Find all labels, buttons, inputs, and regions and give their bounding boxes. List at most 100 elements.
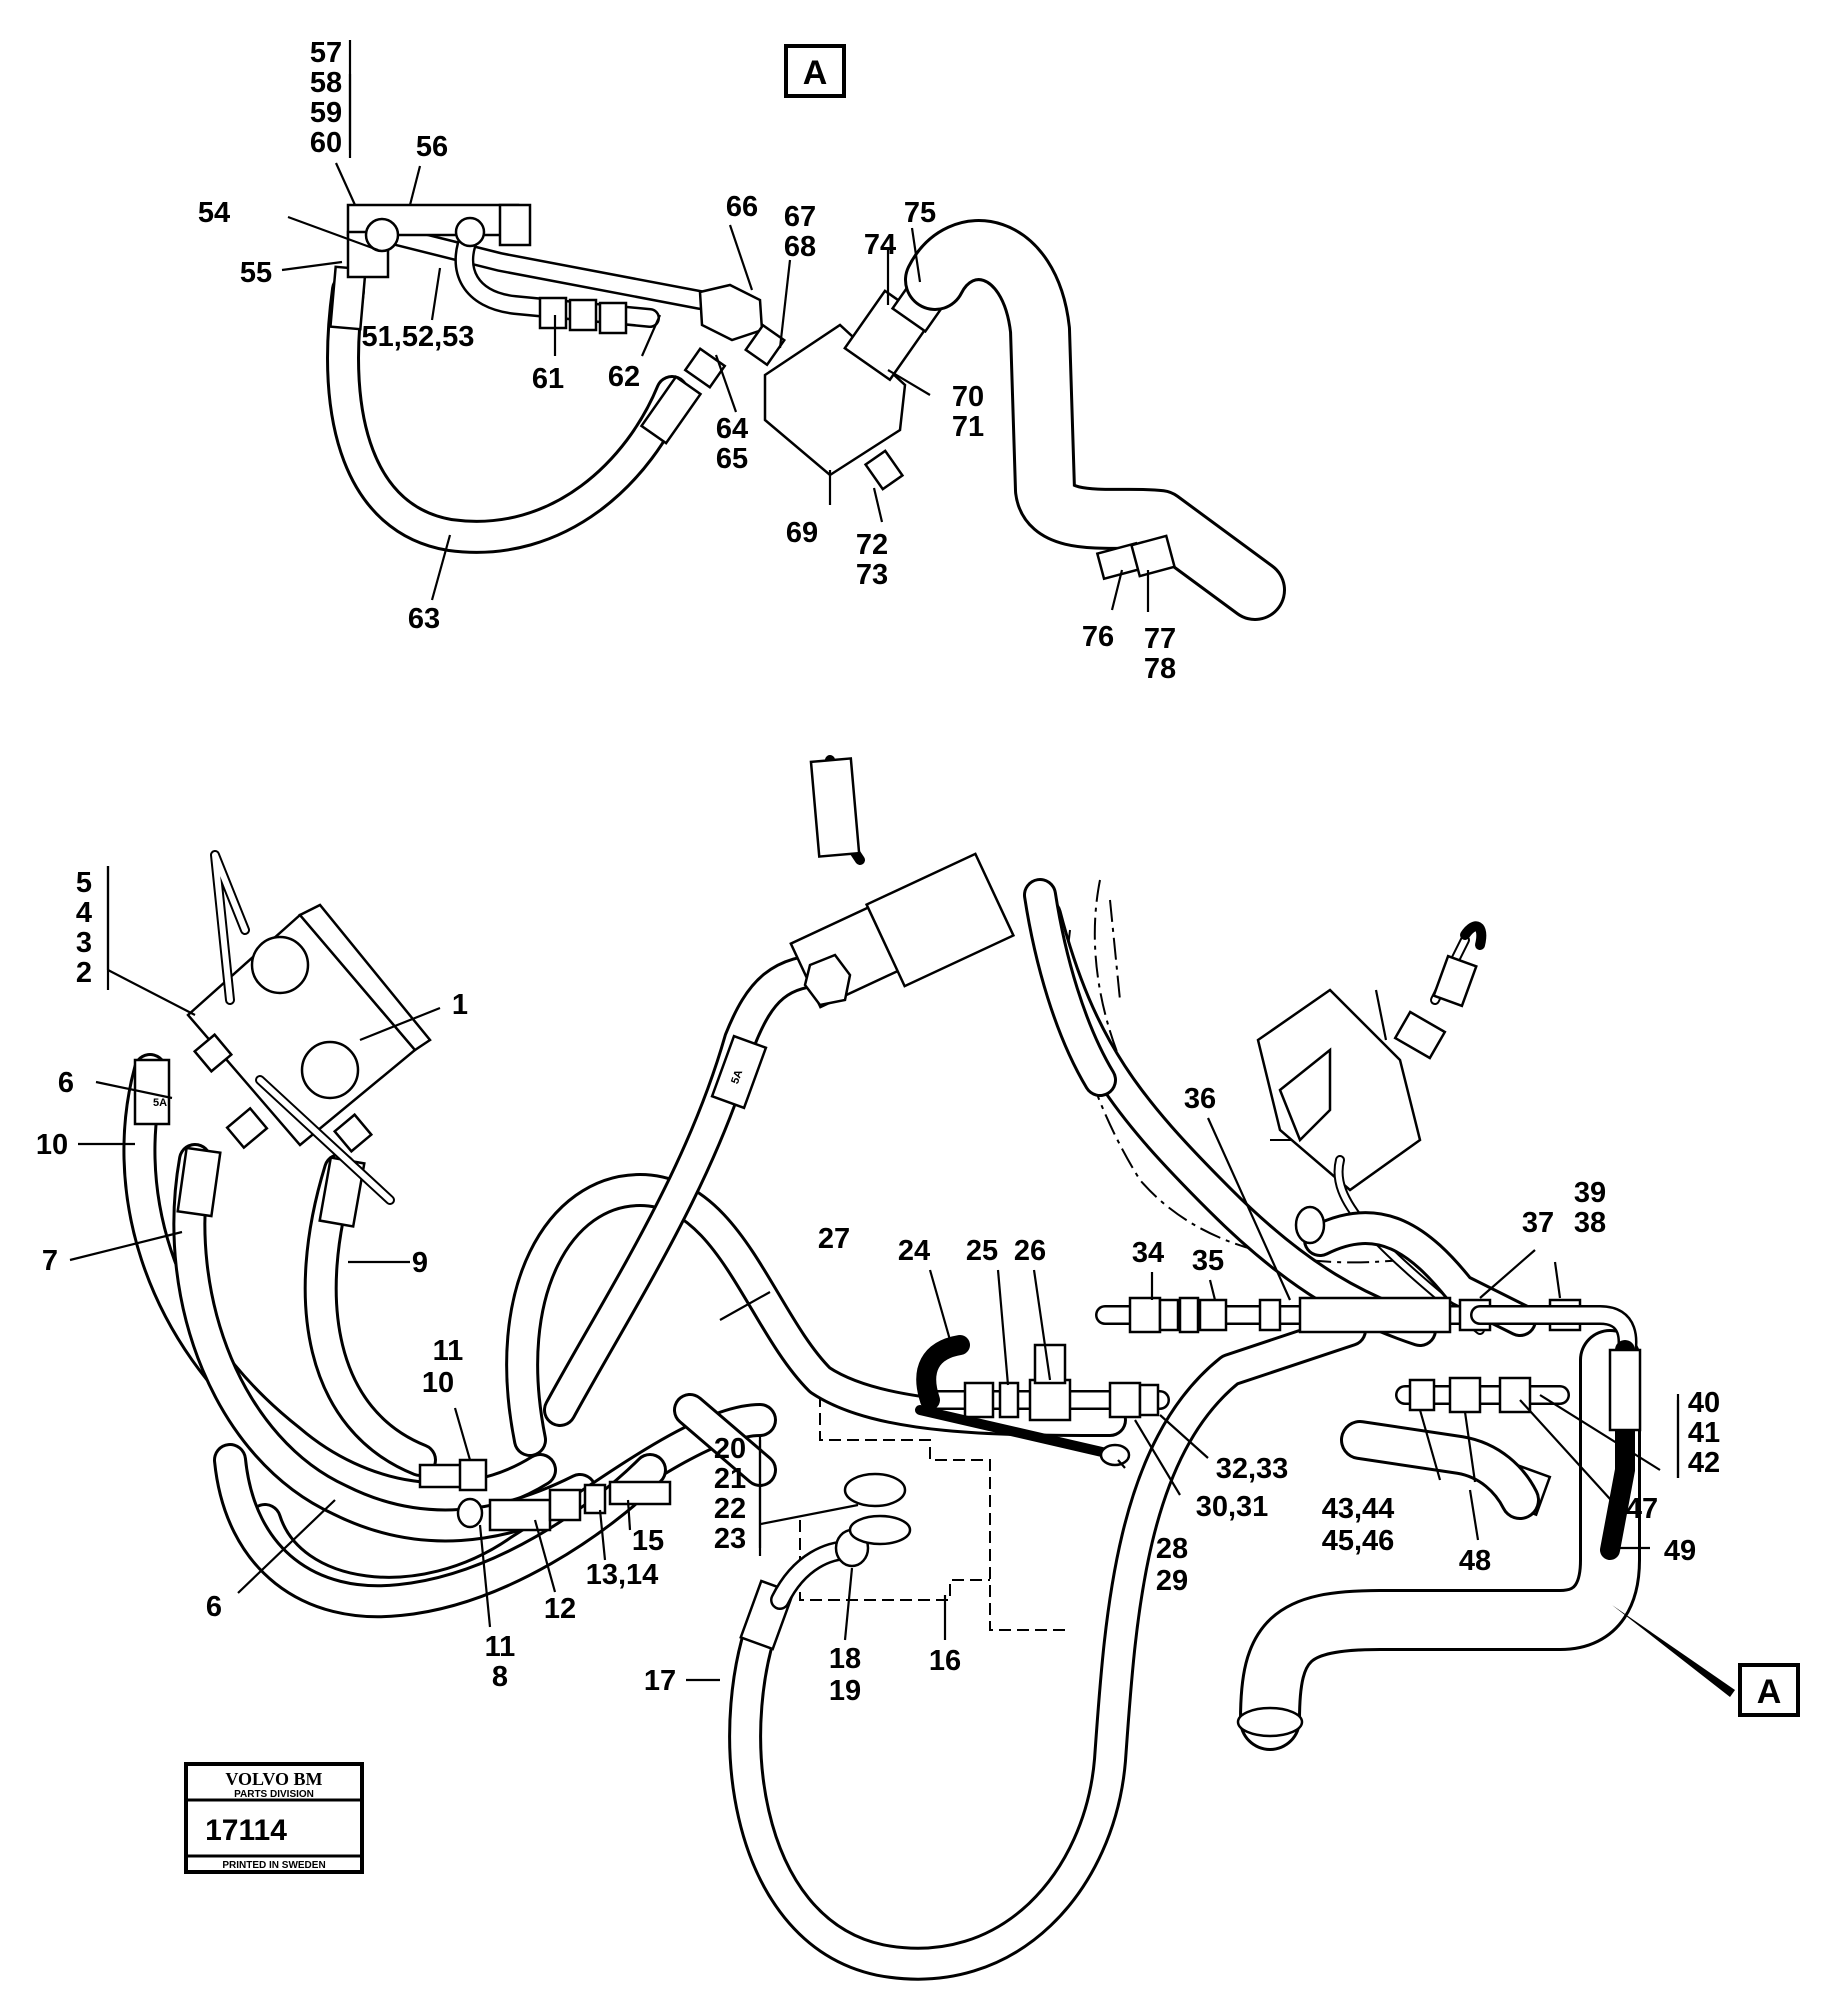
fitting-30 xyxy=(1108,1381,1142,1419)
stamp-division: PARTS DIVISION xyxy=(234,1789,314,1800)
callout-11-lower: 8 xyxy=(492,1661,508,1693)
callout-69: 70 xyxy=(952,381,984,413)
nut xyxy=(803,953,852,1007)
ref-outline xyxy=(819,1395,1070,1631)
fitting-76 xyxy=(1129,534,1177,578)
callout-12: 12 xyxy=(544,1593,576,1625)
callout-56: 57 xyxy=(310,37,342,69)
banjo-23 xyxy=(848,1514,912,1546)
callout-27: 27 xyxy=(818,1223,850,1255)
callout-62: 63 xyxy=(408,603,440,635)
volvo-bm-stamp: VOLVO BM PARTS DIVISION 17114 PRINTED IN… xyxy=(184,1762,364,1874)
callout-50: 51,52,53 xyxy=(362,321,475,353)
callout-68: 69 xyxy=(786,517,818,549)
pipe-stub xyxy=(809,757,861,858)
callout-37: 37 xyxy=(1522,1207,1554,1239)
cylinder-body xyxy=(864,852,1016,988)
callout-32-33: 32,33 xyxy=(1216,1453,1289,1485)
callout-4: 4 xyxy=(76,897,92,929)
detail-marker-label: A xyxy=(1757,1673,1782,1711)
callout-26: 26 xyxy=(1014,1235,1046,1267)
callout-43-44: 43,44 xyxy=(1322,1493,1395,1525)
fitting-61-b xyxy=(598,301,628,335)
callout-1: 1 xyxy=(452,989,468,1021)
stamp-number: 17114 xyxy=(205,1814,287,1847)
callout-11-upper: 11 xyxy=(433,1335,464,1367)
fitting-10-lower xyxy=(456,1497,484,1529)
callout-65: 66 xyxy=(726,191,758,223)
hose-ferrule xyxy=(176,1146,222,1218)
callout-19: 19 xyxy=(829,1675,861,1707)
fitting-47 xyxy=(1498,1376,1532,1414)
nut-65 xyxy=(698,283,764,342)
callout-61: 62 xyxy=(608,361,640,393)
hose-ferrule xyxy=(710,1034,768,1110)
detail-pointer xyxy=(1612,1605,1735,1697)
fitting-35 xyxy=(1198,1298,1228,1332)
callout-75: 76 xyxy=(1082,621,1114,653)
callout-60: 61 xyxy=(532,363,564,395)
fitting-45 xyxy=(1448,1376,1482,1414)
callout-74: 75 xyxy=(904,197,936,229)
callout-5: 5 xyxy=(76,867,92,899)
callout-48: 48 xyxy=(1459,1545,1491,1577)
callout-45-46: 45,46 xyxy=(1322,1525,1395,1557)
stamp-footer: PRINTED IN SWEDEN xyxy=(222,1860,325,1871)
callout-72: 73 xyxy=(856,559,888,591)
callout-40: 40 xyxy=(1688,1387,1720,1419)
callout-3: 3 xyxy=(76,927,92,959)
hose-marking: 5A xyxy=(153,1097,167,1109)
callout-17: 17 xyxy=(644,1665,676,1697)
callout-30-31: 30,31 xyxy=(1196,1491,1269,1523)
callout-35: 35 xyxy=(1192,1245,1224,1277)
callout-76: 77 xyxy=(1144,623,1176,655)
callout-49: 49 xyxy=(1664,1535,1696,1567)
callout-55: 56 xyxy=(416,131,448,163)
callout-59: 60 xyxy=(310,127,342,159)
callout-16: 16 xyxy=(929,1645,961,1677)
fitting-34 xyxy=(1128,1296,1162,1334)
callout-10-lower: 11 xyxy=(485,1631,516,1663)
callout-9: 9 xyxy=(412,1247,428,1279)
callout-67: 68 xyxy=(784,231,816,263)
line-28 xyxy=(915,1405,1120,1460)
bracket-55 xyxy=(346,203,532,279)
callout-41: 41 xyxy=(1688,1417,1720,1449)
fitting-12 xyxy=(488,1498,552,1532)
stamp-brand: VOLVO BM xyxy=(225,1769,322,1789)
view-marker-box xyxy=(784,44,846,98)
callout-8: 10 xyxy=(36,1129,68,1161)
fitting-60 xyxy=(538,296,568,330)
callout-34: 34 xyxy=(1132,1237,1164,1269)
fitting-15 xyxy=(608,1480,672,1506)
callout-6-lower: 6 xyxy=(206,1591,222,1623)
callout-64: 65 xyxy=(716,443,748,475)
callout-54: 55 xyxy=(240,257,272,289)
callout-70: 71 xyxy=(952,411,984,443)
fitting-61-a xyxy=(568,298,598,332)
fitting-63 xyxy=(683,347,727,389)
callout-labels: 57 58 59 60 56 54 55 51,52,53 61 62 63 6… xyxy=(36,37,1720,1707)
fitting-10 xyxy=(418,1463,464,1489)
callout-29: 29 xyxy=(1156,1565,1188,1597)
callout-25: 25 xyxy=(966,1235,998,1267)
hose-marking: 5A xyxy=(729,1068,745,1085)
callout-57: 58 xyxy=(310,67,342,99)
callout-2: 2 xyxy=(76,957,92,989)
callout-58: 59 xyxy=(310,97,342,129)
callout-18: 18 xyxy=(829,1643,861,1675)
fitting-25 xyxy=(963,1381,995,1419)
callout-23: 23 xyxy=(714,1523,746,1555)
callout-10-upper: 10 xyxy=(422,1367,454,1399)
callout-38: 38 xyxy=(1574,1207,1606,1239)
callout-63: 64 xyxy=(716,413,748,445)
detail-marker-box xyxy=(1738,1663,1800,1717)
tee-26 xyxy=(1028,1378,1072,1422)
callout-66: 67 xyxy=(784,201,816,233)
valve-1 xyxy=(186,850,432,1205)
callout-39: 39 xyxy=(1574,1177,1606,1209)
callout-7: 7 xyxy=(42,1245,58,1277)
distributor-36 xyxy=(1298,1296,1452,1334)
callout-77: 78 xyxy=(1144,653,1176,685)
